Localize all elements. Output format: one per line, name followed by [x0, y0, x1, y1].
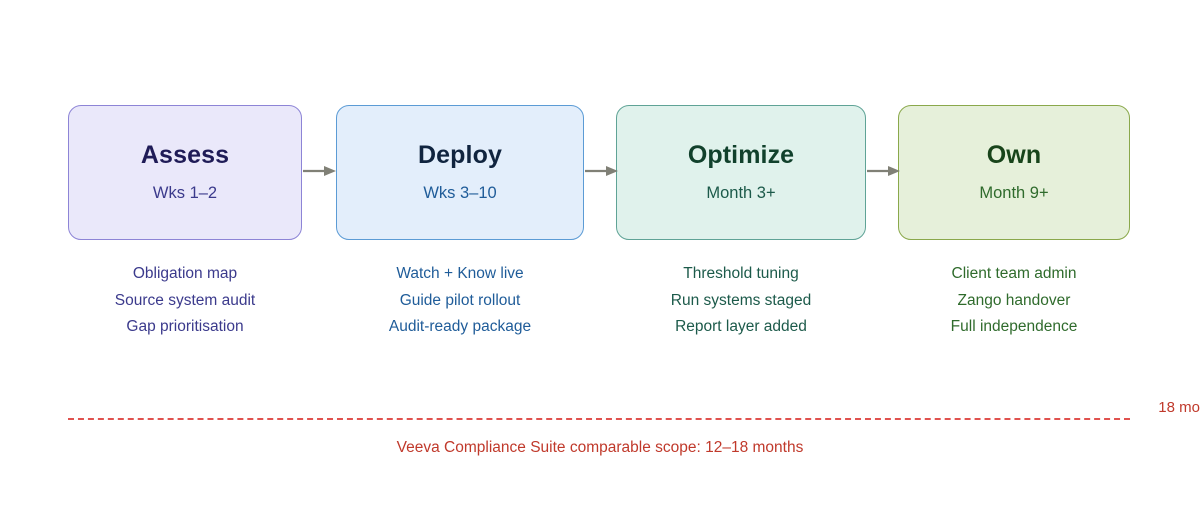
- bullet-item: Zango handover: [957, 291, 1071, 309]
- arrow-right-icon: [585, 166, 618, 176]
- bullet-item: Run systems staged: [670, 291, 812, 309]
- stage-title: Assess: [140, 141, 230, 170]
- stage-card-optimize[interactable]: Optimize Month 3+: [616, 105, 866, 240]
- stage-bullets-optimize: Threshold tuning Run systems staged Repo…: [616, 261, 866, 341]
- stage-subtitle: Month 9+: [979, 184, 1049, 203]
- benchmark-dashed-line: [68, 418, 1130, 420]
- bullet-item: Threshold tuning: [683, 265, 799, 282]
- bullet-item: Guide pilot rollout: [399, 291, 521, 309]
- stage-card-deploy[interactable]: Deploy Wks 3–10: [336, 105, 584, 240]
- stage-bullets-assess: Obligation map Source system audit Gap p…: [68, 261, 302, 341]
- stage-bullets-own: Client team admin Zango handover Full in…: [898, 261, 1130, 341]
- stage-subtitle: Wks 3–10: [423, 184, 497, 203]
- bullet-item: Source system audit: [114, 291, 256, 309]
- bullet-item: Report layer added: [675, 318, 807, 335]
- bullet-item: Gap prioritisation: [126, 318, 244, 335]
- bullet-item: Client team admin: [951, 265, 1077, 282]
- stage-subtitle: Wks 1–2: [152, 184, 218, 203]
- arrow-right-icon: [867, 166, 900, 176]
- bullet-item: Audit-ready package: [388, 318, 532, 335]
- benchmark-caption: Veeva Compliance Suite comparable scope:…: [396, 439, 804, 456]
- stage-title: Own: [986, 141, 1042, 170]
- stage-title: Deploy: [418, 141, 502, 170]
- arrow-right-icon: [303, 166, 336, 176]
- benchmark-endpoint-label: 18 mo: [1158, 399, 1200, 416]
- bullet-item: Watch + Know live: [396, 265, 524, 282]
- bullet-item: Obligation map: [132, 265, 238, 282]
- stage-title: Optimize: [687, 141, 795, 170]
- bullet-item: Full independence: [950, 318, 1078, 335]
- stage-subtitle: Month 3+: [706, 184, 776, 203]
- stage-card-own[interactable]: Own Month 9+: [898, 105, 1130, 240]
- stage-card-assess[interactable]: Assess Wks 1–2: [68, 105, 302, 240]
- stage-bullets-deploy: Watch + Know live Guide pilot rollout Au…: [336, 261, 584, 341]
